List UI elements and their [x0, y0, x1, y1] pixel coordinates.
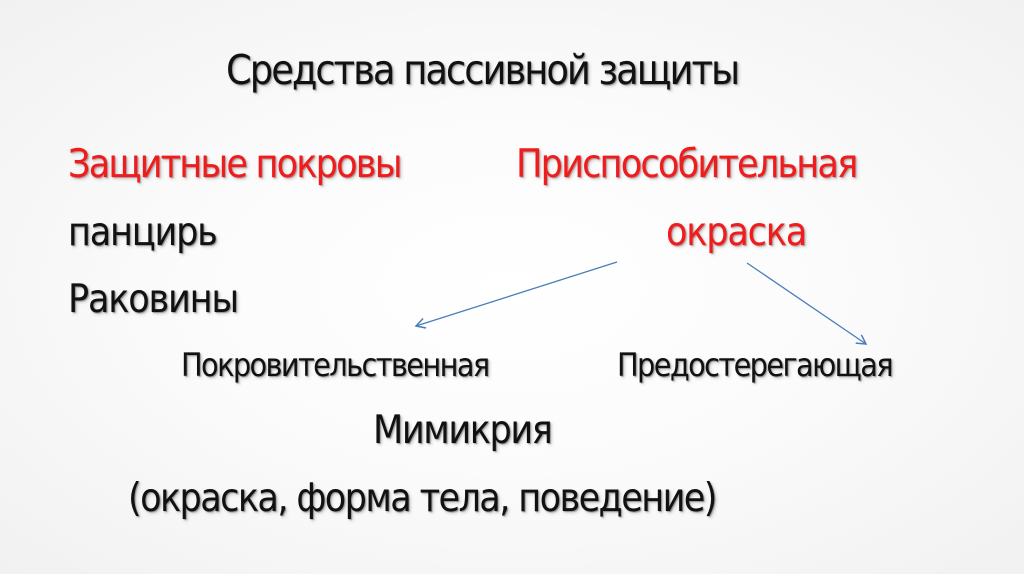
- protective-coloration-label: Покровительственная: [181, 346, 490, 384]
- arrow-to-protective-coloration-icon: [414, 261, 618, 329]
- adaptive-coloration-heading-line2: окраска: [666, 210, 807, 255]
- mimicry-note: (окраска, форма тела, поведение): [128, 476, 717, 521]
- list-item-shells: Раковины: [68, 277, 239, 322]
- warning-coloration-label: Предостерегающая: [617, 346, 894, 384]
- protective-covers-heading: Защитные покровы: [68, 142, 402, 187]
- adaptive-coloration-heading-line1: Приспособительная: [516, 142, 858, 187]
- mimicry-label: Мимикрия: [373, 408, 553, 453]
- slide-title: Средства пассивной защиты: [226, 46, 740, 94]
- list-item-shell-armor: панцирь: [68, 210, 218, 255]
- arrow-to-warning-coloration-icon: [746, 262, 868, 345]
